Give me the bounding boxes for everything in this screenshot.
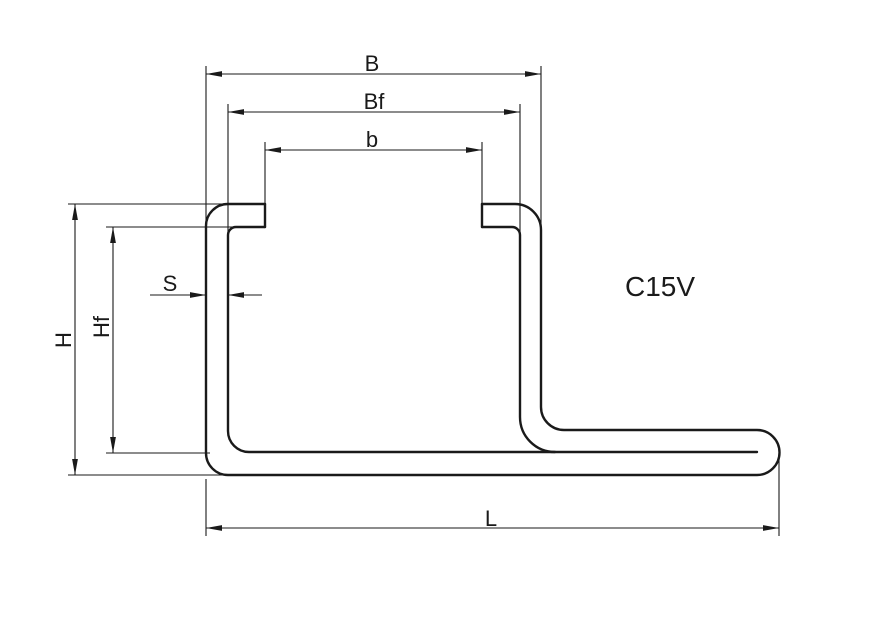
arrowhead-H-top [72, 204, 78, 220]
profile-cross-section [204, 202, 781, 477]
profile-inner-surface-right [480, 225, 557, 454]
label-L: L [485, 506, 497, 531]
dimension-H: H [51, 204, 78, 475]
label-b-small: b [366, 127, 378, 152]
arrowhead-Bf-left [228, 109, 244, 115]
label-B: B [365, 51, 380, 76]
label-Bf: Bf [364, 89, 386, 114]
dimension-L: L [206, 506, 779, 531]
arrowhead-S-left [190, 292, 206, 298]
dimension-Hf: Hf [89, 227, 116, 453]
dimension-b-small: b [265, 127, 482, 153]
dimension-Bf: Bf [228, 89, 520, 115]
dimension-B: B [206, 51, 541, 77]
extension-lines [68, 66, 780, 536]
arrowhead-L-right [763, 525, 779, 531]
arrowhead-b-left [265, 147, 281, 153]
label-Hf: Hf [89, 315, 114, 338]
arrowhead-Bf-right [504, 109, 520, 115]
arrowhead-S-right [228, 292, 244, 298]
profile-inner-surface-left [226, 225, 759, 454]
part-number-label: C15V [625, 271, 695, 302]
label-H: H [51, 332, 76, 348]
arrowhead-H-bottom [72, 459, 78, 475]
arrowhead-Hf-top [110, 227, 116, 243]
profile-outer-surface [204, 202, 781, 477]
arrowhead-B-right [525, 71, 541, 77]
arrowhead-b-right [466, 147, 482, 153]
arrowhead-L-left [206, 525, 222, 531]
dimension-S: S [150, 271, 262, 298]
arrowhead-Hf-bottom [110, 437, 116, 453]
arrowhead-B-left [206, 71, 222, 77]
label-S: S [163, 271, 178, 296]
